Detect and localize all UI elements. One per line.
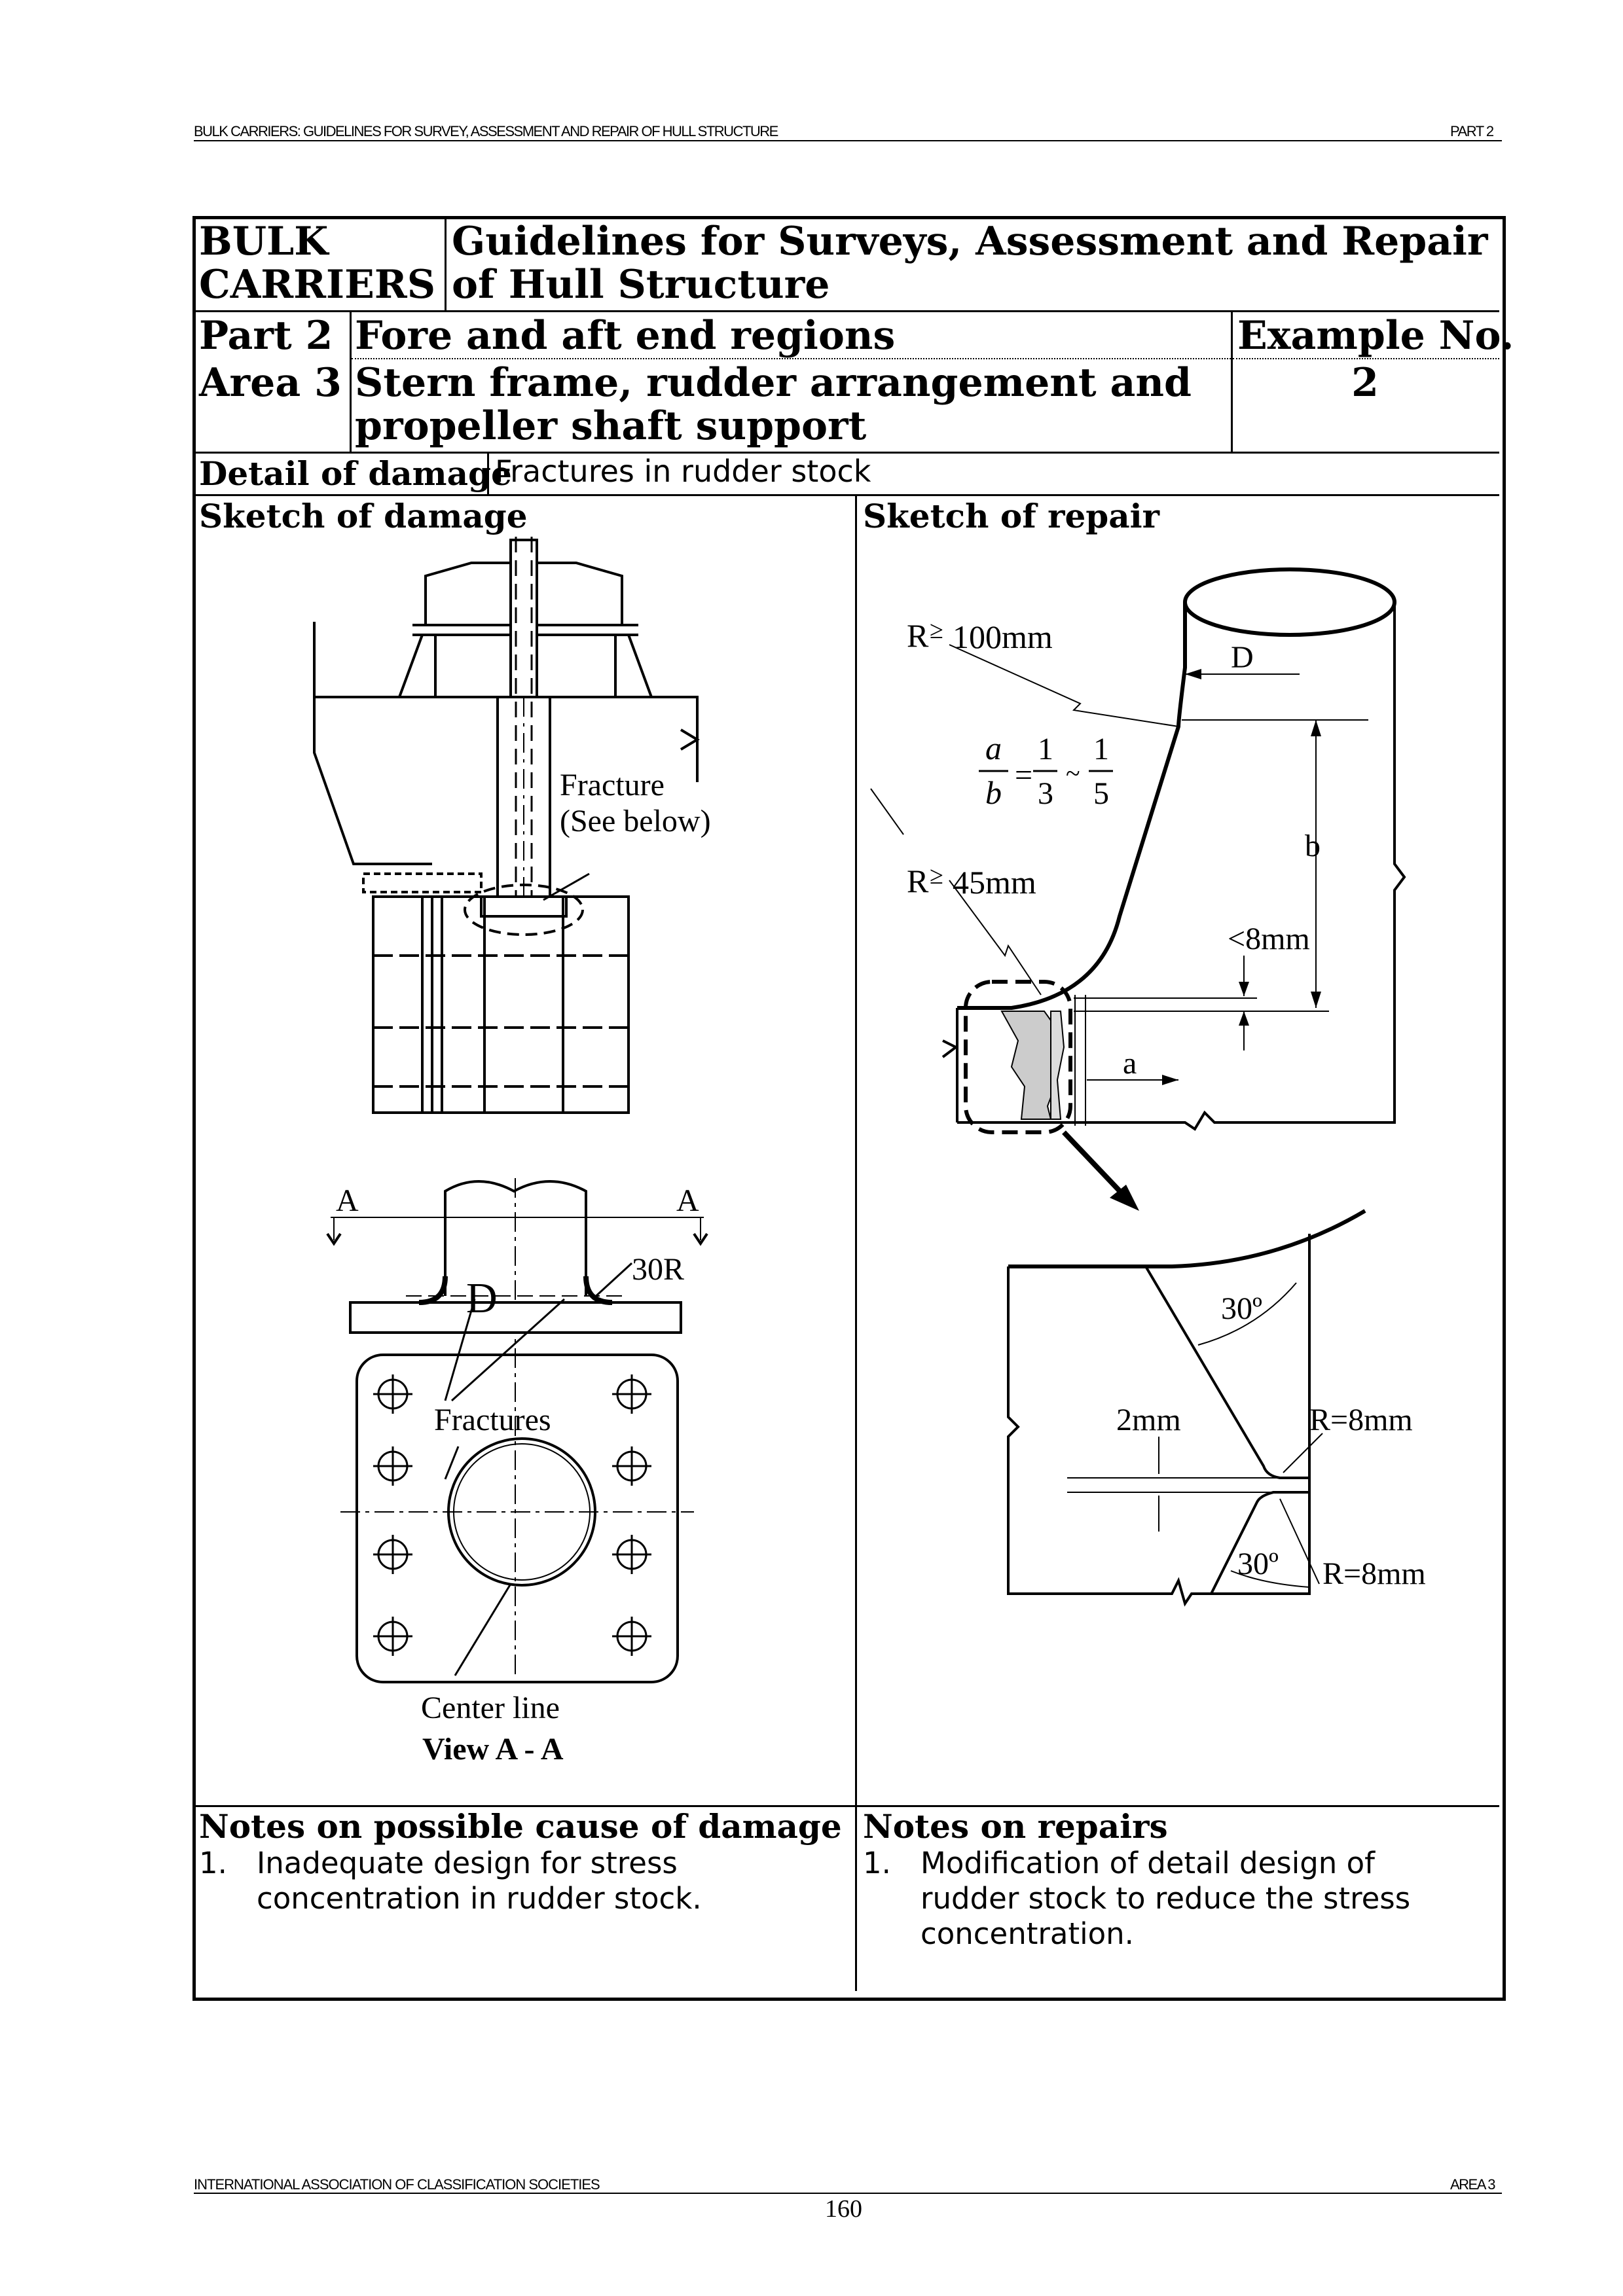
running-header-title: BULK CARRIERS: GUIDELINES FOR SURVEY, AS…: [194, 123, 778, 139]
grid-line: [445, 219, 447, 312]
ratio-equals: =: [1015, 758, 1032, 793]
part-title: Fore and aft end regions: [355, 313, 896, 359]
arrow-head: [1311, 720, 1321, 736]
r8mm-bottom-label: R=8mm: [1322, 1556, 1426, 1591]
leader-lines: [444, 1262, 633, 1676]
arrow-head: [1162, 1075, 1178, 1085]
ratio-b: b: [985, 774, 1002, 811]
bolt-holes: [373, 1374, 651, 1656]
ratio-a: a: [985, 730, 1002, 766]
grid-line: [1231, 312, 1233, 453]
fracture-label: Fracture: [560, 768, 665, 802]
grid-line: [196, 494, 1499, 496]
footer-area: AREA 3: [1450, 2176, 1496, 2193]
cause-item-number: 1.: [199, 1846, 227, 1880]
arrow-head: [1311, 992, 1321, 1008]
grid-line: [350, 312, 352, 453]
r100-r: R: [907, 617, 929, 654]
repair-item-number: 1.: [863, 1846, 891, 1880]
r100-ge: ≥: [930, 617, 943, 644]
cause-notes-heading: Notes on possible cause of damage: [199, 1807, 842, 1846]
repair-notes-heading: Notes on repairs: [863, 1807, 1168, 1846]
detail-of-damage-label: Detail of damage: [199, 454, 512, 493]
radius-30r-label: 30R: [632, 1252, 684, 1287]
r45-ge: ≥: [930, 862, 943, 889]
cause-item-text-line1: Inadequate design for stress: [257, 1846, 678, 1880]
detail-of-damage-value: Fractures in rudder stock: [495, 454, 871, 489]
example-label: Example No.: [1237, 313, 1514, 359]
footer-rule: [194, 2193, 1502, 2194]
ratio-five: 5: [1093, 776, 1109, 811]
arrow-head: [1185, 669, 1201, 679]
grid-line: [196, 452, 1499, 454]
part-label: Part 2: [199, 313, 333, 359]
grid-line: [196, 310, 1499, 312]
lt-8mm-label: <8mm: [1228, 922, 1310, 956]
r45-r: R: [907, 863, 929, 899]
dim-d-label: D: [1231, 640, 1254, 675]
view-a-a-label: View A - A: [422, 1732, 564, 1767]
arrow-head: [1239, 982, 1249, 996]
angle-30-bottom: 30º: [1237, 1547, 1279, 1581]
rudder-carrier-drawing: [313, 537, 700, 1114]
example-number: 2: [1351, 360, 1379, 406]
page-number: 160: [825, 2195, 862, 2223]
ratio-one-a: 1: [1038, 732, 1053, 766]
weld-detail-drawing: [1007, 1209, 1366, 1607]
sketch-of-repair-heading: Sketch of repair: [863, 497, 1159, 535]
ratio-one-b: 1: [1093, 732, 1109, 766]
dim-b-label: b: [1305, 829, 1321, 863]
arrow-head: [1239, 1011, 1249, 1026]
sketch-of-damage-heading: Sketch of damage: [199, 497, 528, 535]
diameter-d-label: D: [466, 1274, 498, 1322]
grid-line: [196, 1805, 1499, 1807]
grid-line: [487, 453, 489, 494]
angle-30-top: 30º: [1221, 1291, 1262, 1326]
dotted-divider: [1233, 358, 1499, 359]
section-mark-right: A: [676, 1183, 699, 1218]
dim-a-label: a: [1123, 1046, 1137, 1081]
repair-item-text-line1: Modification of detail design of: [921, 1846, 1376, 1880]
repair-item-text-line3: concentration.: [921, 1916, 1134, 1951]
header-rule: [194, 140, 1502, 141]
gap-2mm-label: 2mm: [1116, 1403, 1181, 1437]
detail-arrow-head: [1110, 1185, 1139, 1211]
section-a-a-drawing: [326, 1178, 708, 1683]
ratio-three: 3: [1038, 776, 1053, 811]
grid-line: [855, 495, 857, 1991]
ship-type-label: BULK CARRIERS: [199, 219, 436, 308]
ratio-tilde: ~: [1066, 759, 1080, 788]
example-sheet-frame: [192, 216, 1506, 2001]
section-mark-left: A: [336, 1183, 359, 1218]
rudder-stock-profile: [870, 567, 1406, 1200]
guideline-title: Guidelines for Surveys, Assessment and R…: [452, 219, 1488, 308]
ratio-formula: a b = 1 3 ~ 1 5: [979, 730, 1113, 811]
fractures-label: Fractures: [434, 1403, 551, 1437]
r45-value: 45mm: [953, 864, 1036, 901]
dotted-divider: [352, 358, 1231, 359]
r8mm-top-label: R=8mm: [1309, 1403, 1413, 1437]
area-label: Area 3: [199, 360, 342, 406]
cause-item-text-line2: concentration in rudder stock.: [257, 1881, 702, 1916]
center-line-label: Center line: [421, 1691, 560, 1725]
r100-value: 100mm: [953, 619, 1053, 655]
running-header-part: PART 2: [1450, 123, 1494, 139]
footer-organization: INTERNATIONAL ASSOCIATION OF CLASSIFICAT…: [194, 2176, 600, 2193]
repair-item-text-line2: rudder stock to reduce the stress: [921, 1881, 1411, 1916]
area-title: Stern frame, rudder arrangement and prop…: [355, 360, 1192, 449]
see-below-label: (See below): [560, 804, 711, 838]
